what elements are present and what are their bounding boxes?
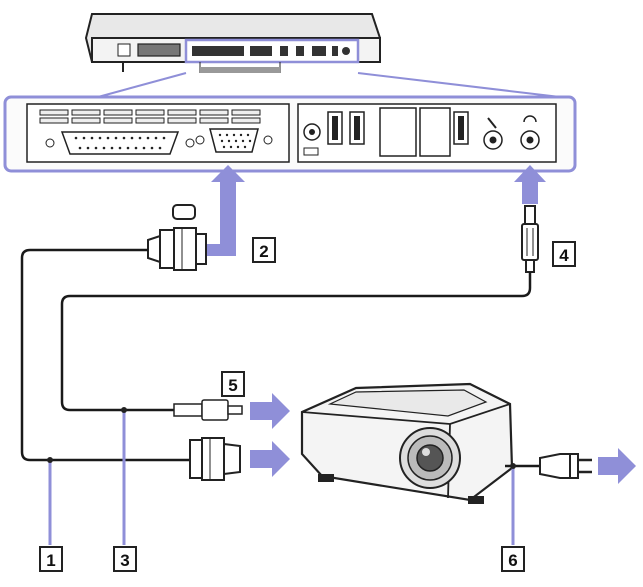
svg-text:5: 5 — [228, 376, 237, 395]
svg-text:4: 4 — [559, 246, 569, 265]
power-plug-icon — [505, 453, 592, 479]
projector-icon — [300, 382, 514, 504]
arrow-right-icon — [598, 448, 636, 484]
callout-3: 3 — [113, 546, 137, 572]
svg-text:1: 1 — [46, 551, 55, 570]
audio-jack-icon — [173, 399, 243, 421]
callout-1: 1 — [39, 546, 63, 572]
callout-4: 4 — [552, 241, 576, 267]
callout-6: 6 — [501, 546, 525, 572]
vga-plug-icon — [189, 437, 241, 481]
svg-text:6: 6 — [508, 551, 517, 570]
audio-jack-icon — [521, 205, 539, 273]
arrow-up-icon — [206, 165, 245, 256]
port-panel-icon — [3, 95, 577, 173]
svg-text:3: 3 — [120, 551, 129, 570]
arrow-right-icon — [250, 441, 290, 477]
callout-5: 5 — [221, 371, 245, 397]
callout-2: 2 — [252, 237, 276, 263]
svg-text:2: 2 — [259, 242, 268, 261]
arrow-up-icon — [514, 165, 546, 204]
arrow-right-icon — [250, 393, 290, 429]
vga-plug-icon — [147, 227, 207, 271]
laptop-icon — [84, 13, 381, 73]
